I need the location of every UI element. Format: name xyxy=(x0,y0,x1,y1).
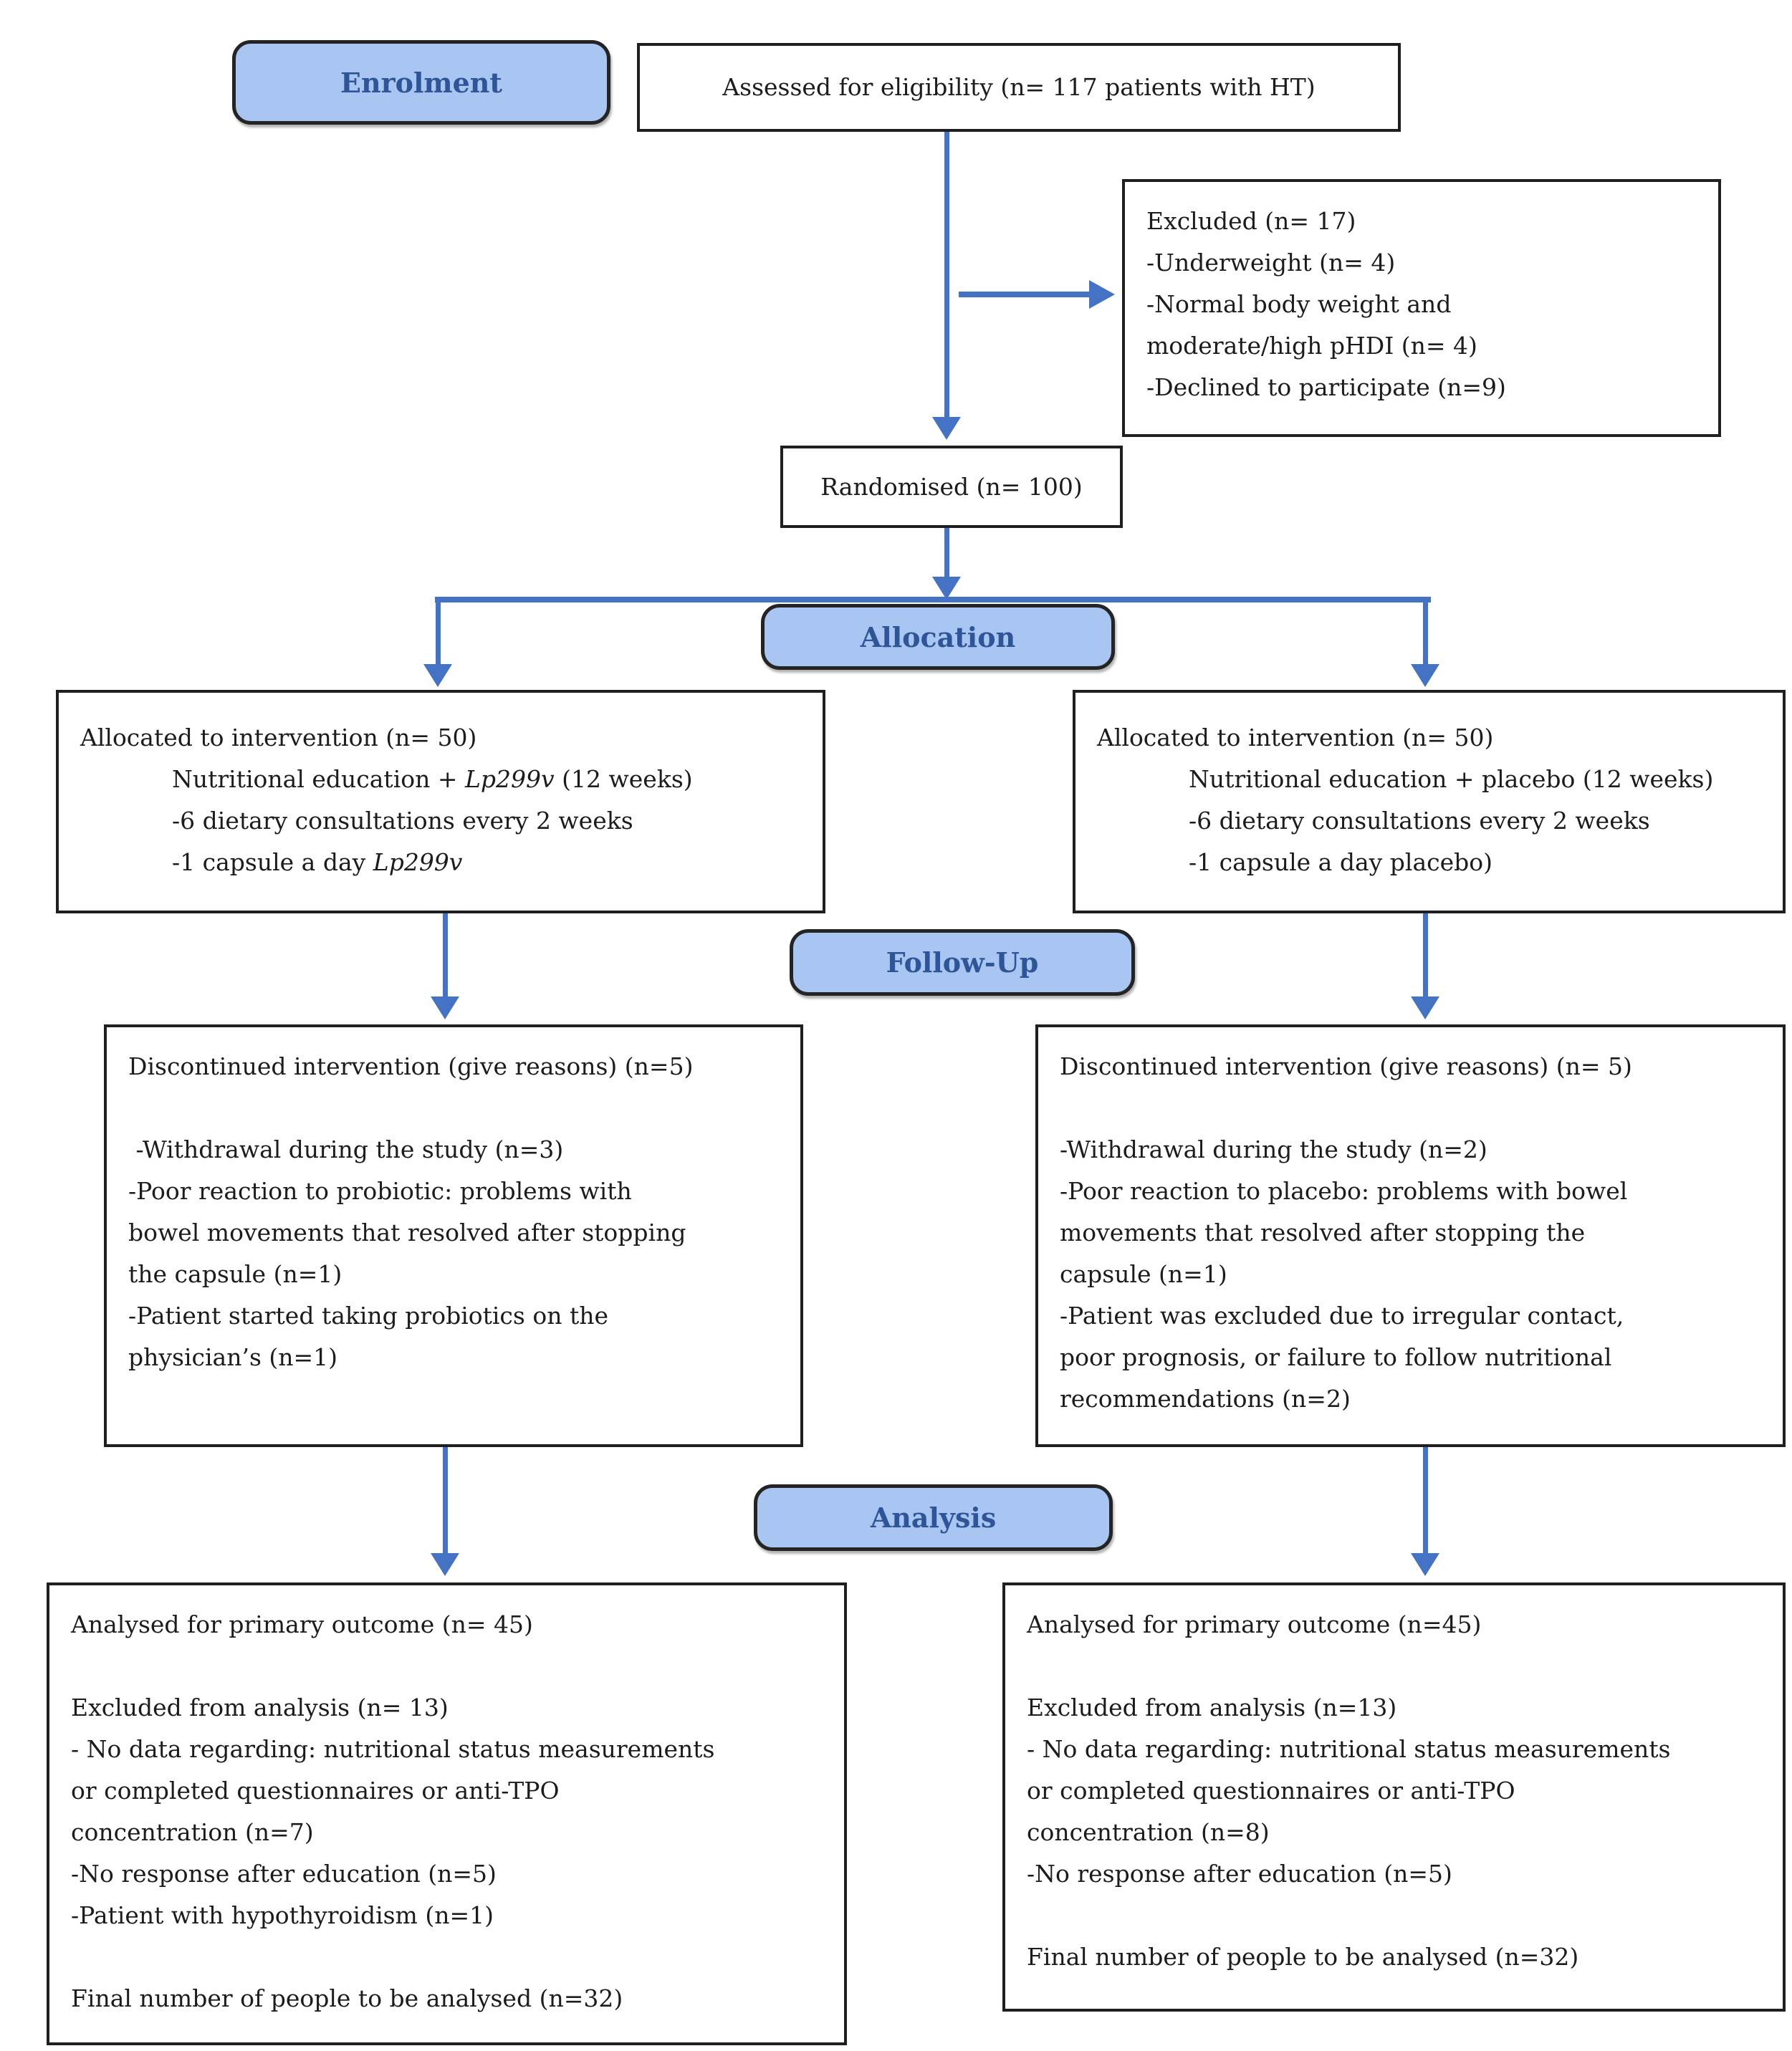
arrow-assessed-to-randomised-head xyxy=(932,417,961,440)
phase-label-follow-up: Follow-Up xyxy=(790,929,1135,996)
allocation-split-line xyxy=(435,597,1431,602)
arrow-to-excluded-head xyxy=(1089,280,1115,309)
arrow-right-allocation-to-discontinued-head xyxy=(1411,996,1439,1019)
arrow-right-allocation-to-discontinued-line xyxy=(1423,913,1428,996)
analysed-placebo-box: Analysed for primary outcome (n=45) Excl… xyxy=(1002,1582,1786,2012)
arrow-left-discontinued-to-analysis-head xyxy=(431,1553,459,1576)
arrow-left-allocation-to-discontinued-line xyxy=(443,913,448,996)
arrow-randomised-to-split-head xyxy=(932,577,961,600)
discontinued-placebo-box: Discontinued intervention (give reasons)… xyxy=(1035,1024,1786,1447)
phase-label-analysis: Analysis xyxy=(754,1484,1113,1551)
arrow-split-to-left-allocation-head xyxy=(423,664,452,687)
arrow-right-discontinued-to-analysis-line xyxy=(1423,1447,1428,1553)
arrow-to-excluded-line xyxy=(959,292,1089,297)
allocated-placebo-box: Allocated to intervention (n= 50)Nutriti… xyxy=(1073,690,1786,913)
arrow-left-discontinued-to-analysis-line xyxy=(443,1447,448,1553)
arrow-assessed-to-randomised-line xyxy=(944,132,949,417)
assessed-eligibility-box: Assessed for eligibility (n= 117 patient… xyxy=(637,43,1401,132)
phase-label-allocation: Allocation xyxy=(761,604,1115,670)
arrow-split-to-left-allocation-line xyxy=(436,602,441,664)
randomised-box: Randomised (n= 100) xyxy=(780,446,1123,528)
arrow-right-discontinued-to-analysis-head xyxy=(1411,1553,1439,1576)
allocated-lp299v-box: Allocated to intervention (n= 50)Nutriti… xyxy=(56,690,825,913)
phase-label-enrolment: Enrolment xyxy=(232,40,610,125)
arrow-split-to-right-allocation-line xyxy=(1423,602,1428,664)
discontinued-lp299v-box: Discontinued intervention (give reasons)… xyxy=(104,1024,803,1447)
arrow-left-allocation-to-discontinued-head xyxy=(431,996,459,1019)
excluded-box: Excluded (n= 17)-Underweight (n= 4)-Norm… xyxy=(1122,179,1721,437)
analysed-lp299v-box: Analysed for primary outcome (n= 45) Exc… xyxy=(47,1582,847,2045)
arrow-randomised-to-split-line xyxy=(944,528,949,578)
arrow-split-to-right-allocation-head xyxy=(1411,664,1439,687)
